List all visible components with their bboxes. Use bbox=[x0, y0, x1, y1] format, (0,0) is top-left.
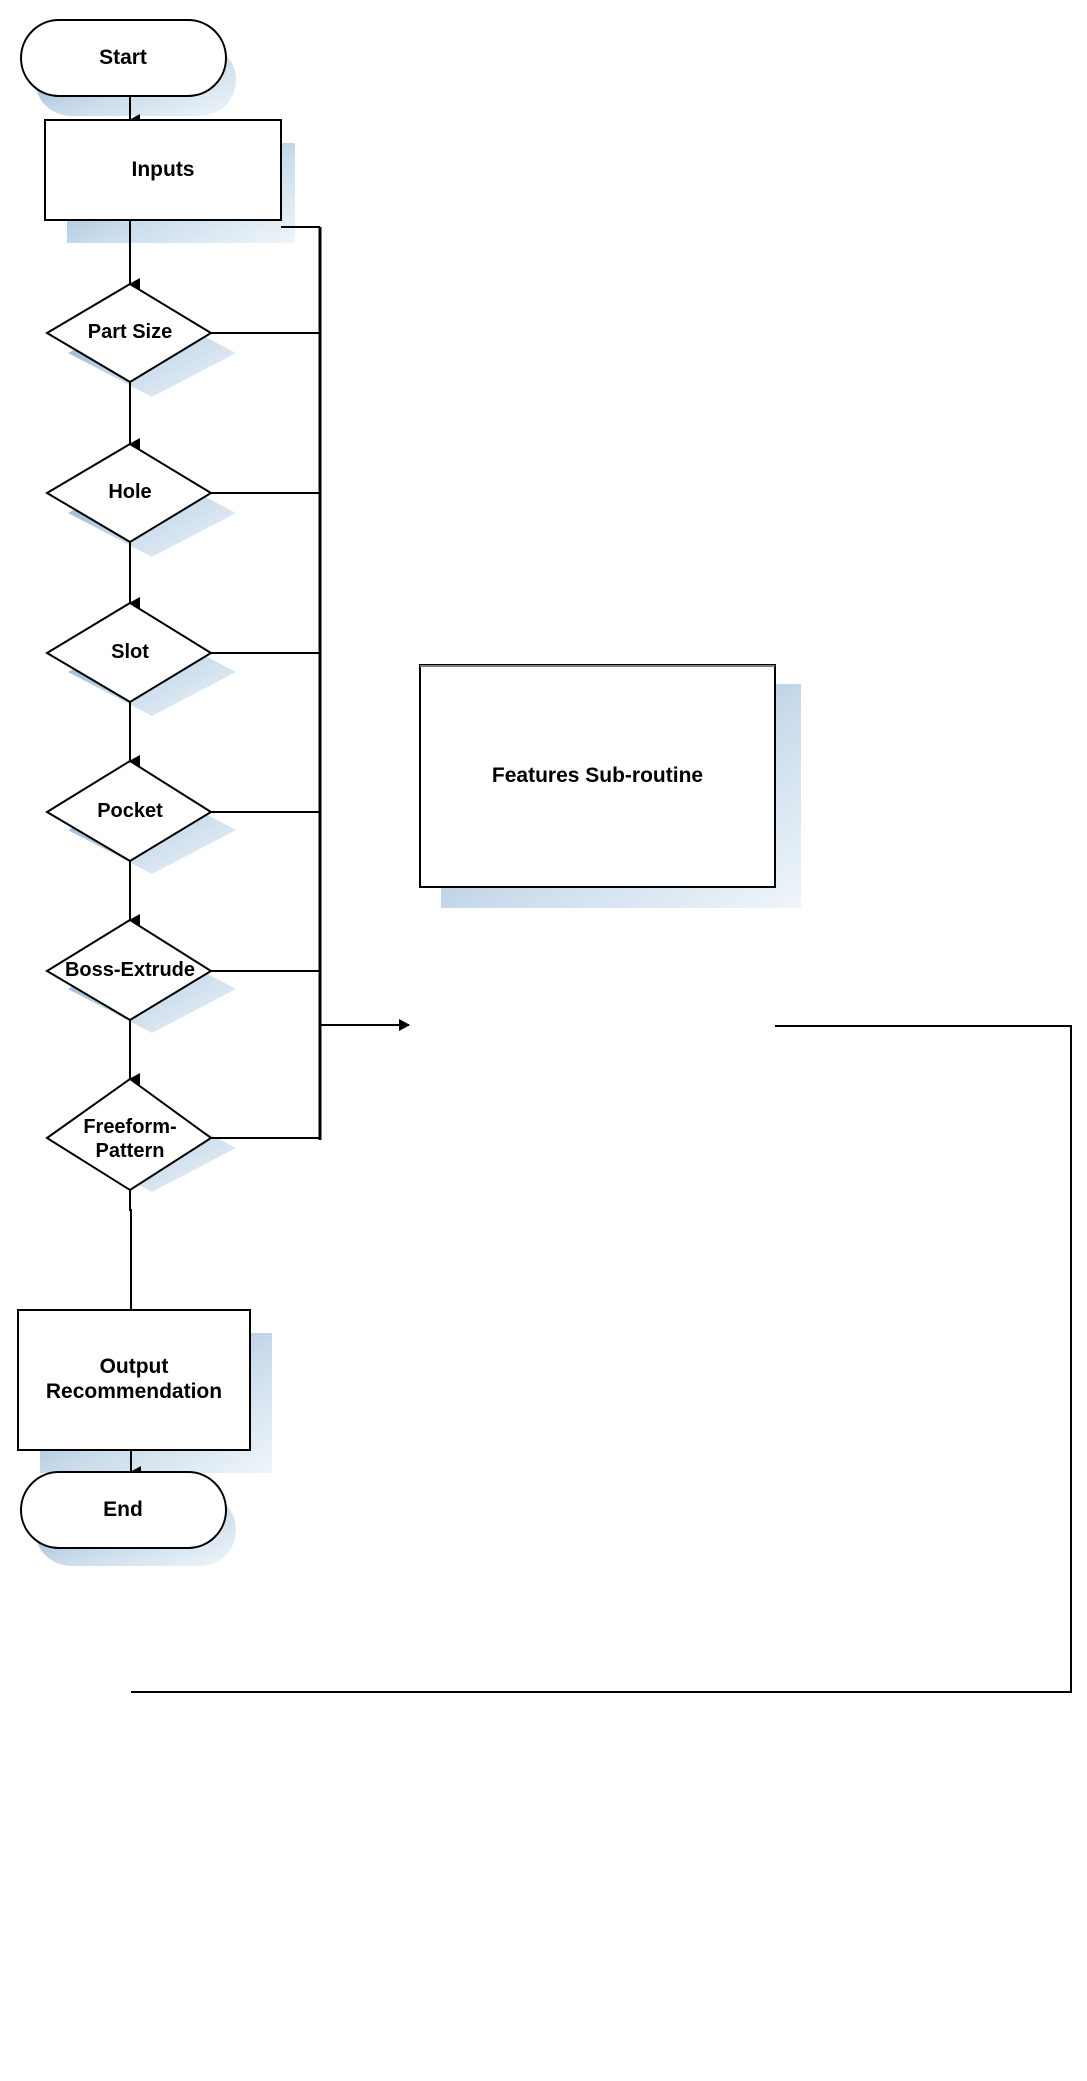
connector-layer bbox=[129, 76, 1072, 1693]
node-boss-extrude[interactable] bbox=[45, 918, 213, 1022]
node-features-subroutine[interactable] bbox=[419, 664, 776, 888]
node-pocket[interactable] bbox=[45, 759, 213, 863]
node-hole[interactable] bbox=[45, 442, 213, 544]
node-part-size[interactable] bbox=[45, 282, 213, 384]
edge-features-return-loop bbox=[131, 1025, 1072, 1693]
node-slot[interactable] bbox=[45, 601, 213, 704]
node-freeform-pattern[interactable] bbox=[45, 1077, 213, 1192]
node-end[interactable] bbox=[20, 1471, 227, 1549]
node-inputs[interactable] bbox=[44, 119, 282, 221]
edge-freeform-to-output bbox=[129, 1170, 132, 1320]
node-start[interactable] bbox=[20, 19, 227, 97]
node-output-recommendation[interactable] bbox=[17, 1309, 251, 1451]
